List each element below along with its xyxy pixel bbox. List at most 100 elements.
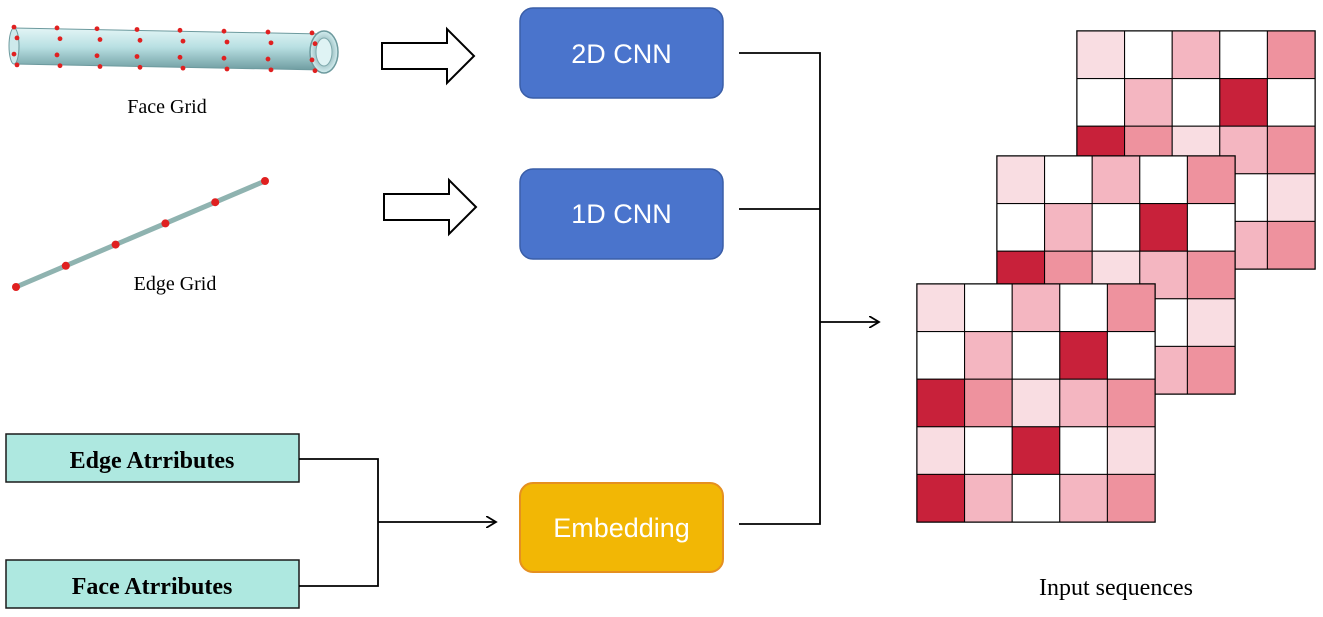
edge-grid-line [12, 177, 269, 291]
face-grid-points [11, 24, 318, 74]
face-grid-label: Face Grid [127, 96, 206, 118]
face-grid-point [224, 39, 230, 45]
face-grid-point [54, 52, 60, 58]
matrix-cell [1171, 78, 1221, 127]
matrix-cell [1124, 78, 1173, 127]
face-attributes-box[interactable]: Face Atrributes [5, 559, 300, 609]
matrix-cell [1059, 378, 1108, 428]
face-grid-point [177, 54, 183, 60]
matrix-cell [1011, 378, 1061, 428]
matrix-cell [1219, 30, 1268, 80]
face-grid-point [180, 38, 186, 44]
face-grid-point [94, 53, 100, 59]
matrix-cell [1011, 283, 1061, 333]
cnn2d-box[interactable]: 2D CNN [519, 7, 724, 99]
cnn1d-label: 1D CNN [571, 199, 672, 229]
edge-grid-point [111, 240, 120, 249]
matrix-cell [1219, 78, 1268, 127]
matrix-cell [916, 378, 966, 428]
edge-grid-point [12, 283, 20, 291]
face-attributes-label: Face Atrributes [72, 574, 233, 600]
matrix-cell [1266, 78, 1316, 127]
matrix-cell [916, 473, 966, 523]
face-grid-point [309, 57, 315, 63]
face-grid-point [180, 65, 186, 71]
cnn1d-box[interactable]: 1D CNN [519, 168, 724, 260]
matrix-cell [1186, 345, 1236, 395]
face-grid-point [268, 67, 274, 73]
matrix-cell [1011, 331, 1061, 380]
matrix-cell [1266, 125, 1316, 175]
matrix-cell [1266, 30, 1316, 80]
attributes-merge-connector [299, 458, 496, 587]
edge-attributes-box[interactable]: Edge Atrributes [5, 433, 300, 483]
matrix-cell [1106, 426, 1156, 475]
matrix-cell [1106, 473, 1156, 523]
face-to-2dcnn-arrow [381, 26, 476, 86]
matrix-cell [1091, 155, 1141, 205]
matrix-cell [1266, 173, 1316, 222]
matrix-cell [1266, 220, 1316, 270]
edge-grid-point [61, 261, 70, 270]
edge-grid-points [12, 177, 269, 291]
face-grid-point [177, 27, 183, 33]
matrix-cell [1106, 283, 1156, 333]
edge-attributes-label: Edge Atrributes [70, 448, 235, 474]
edge-grid-point [161, 219, 170, 228]
matrix-cell [1044, 155, 1093, 205]
matrix-cell [1059, 426, 1108, 475]
cnn2d-label: 2D CNN [571, 39, 672, 69]
face-grid-point [57, 36, 63, 42]
matrix-cell [1186, 155, 1236, 205]
face-grid-point [312, 68, 318, 74]
matrix-cell [1059, 283, 1108, 333]
matrix-cell [916, 426, 966, 475]
modules-merge-connector [739, 52, 879, 525]
face-grid-point [94, 26, 100, 32]
input-sequences-stack [916, 30, 1316, 523]
matrix-cell [1124, 30, 1173, 80]
edge-grid-point [211, 198, 220, 207]
matrix-cell [964, 331, 1013, 380]
matrix-cell [1059, 331, 1108, 380]
face-grid-point [221, 28, 227, 34]
matrix-cell [916, 331, 966, 380]
matrix-cell [1106, 378, 1156, 428]
face-grid-point [97, 64, 103, 69]
edge-grid-point [261, 177, 269, 185]
input-sequence-matrix [916, 283, 1156, 523]
face-grid-tube [8, 24, 339, 74]
embedding-box[interactable]: Embedding [519, 482, 724, 573]
face-grid-point [14, 62, 20, 68]
matrix-cell [1044, 203, 1093, 252]
matrix-cell [964, 283, 1013, 333]
edge-to-1dcnn-arrow [383, 177, 478, 237]
face-grid-point [265, 56, 271, 62]
matrix-cell [1076, 78, 1126, 127]
matrix-cell [1011, 473, 1061, 523]
matrix-cell [1186, 250, 1236, 300]
matrix-cell [1186, 298, 1236, 347]
matrix-cell [1106, 331, 1156, 380]
face-grid-point [221, 55, 227, 61]
face-grid-point [137, 37, 143, 43]
input-sequences-label: Input sequences [1039, 575, 1193, 601]
face-grid-point [137, 64, 143, 70]
face-grid-point [57, 63, 63, 69]
matrix-cell [1171, 30, 1221, 80]
matrix-cell [1139, 203, 1188, 252]
face-grid-point [312, 41, 318, 47]
face-grid-point [224, 66, 230, 72]
matrix-cell [1059, 473, 1108, 523]
matrix-cell [1011, 426, 1061, 475]
matrix-cell [1139, 155, 1188, 205]
face-grid-point [268, 40, 274, 46]
embedding-label: Embedding [553, 513, 690, 543]
matrix-cell [964, 426, 1013, 475]
matrix-cell [1076, 30, 1126, 80]
face-grid-point [265, 29, 271, 35]
matrix-cell [1186, 203, 1236, 252]
matrix-cell [996, 155, 1046, 205]
face-grid-point [11, 51, 17, 57]
